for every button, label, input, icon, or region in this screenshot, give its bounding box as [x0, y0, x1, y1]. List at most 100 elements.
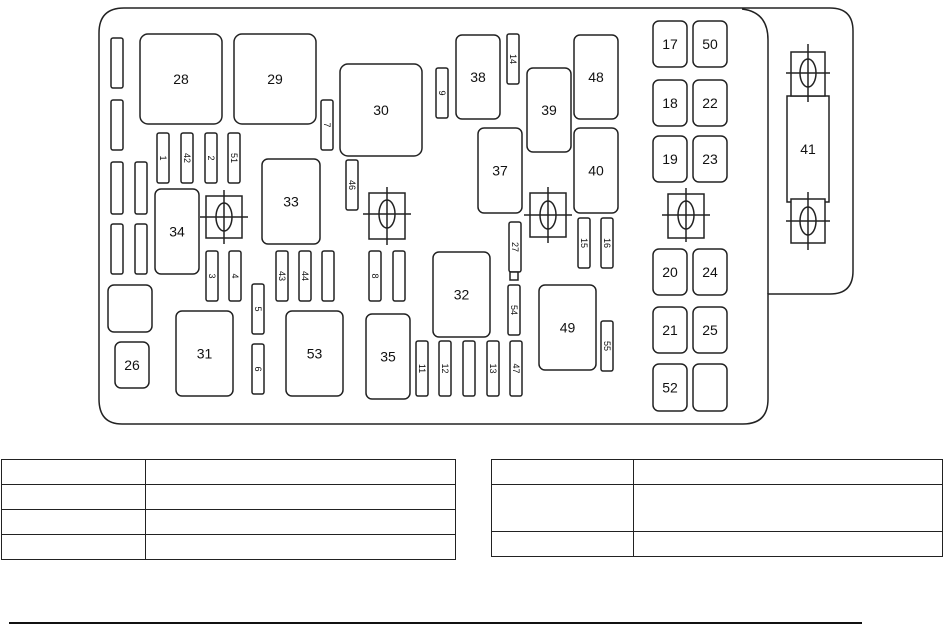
fuse-44-label: 44	[300, 271, 310, 281]
fuse-54-label: 54	[509, 305, 519, 315]
fuse-52-label: 52	[662, 380, 678, 396]
bolt-terminal	[524, 187, 572, 243]
relay-48-label: 48	[588, 69, 604, 85]
fuse-19-label: 19	[662, 151, 678, 167]
fuse-13: 13	[486, 340, 500, 397]
relay-29: 29	[233, 33, 317, 125]
empty-relay-slot	[107, 284, 153, 333]
fuse-2: 2	[204, 132, 218, 184]
fuse-43: 43	[275, 250, 289, 302]
legend-name-cell	[491, 531, 634, 557]
relay-33: 33	[261, 158, 321, 245]
fuse-6: 6	[251, 343, 265, 395]
relay-49: 49	[538, 284, 597, 371]
relay-30: 30	[339, 63, 423, 157]
fuse-46-label: 46	[347, 180, 357, 190]
fuse-20: 20	[652, 248, 688, 296]
fuse-4-label: 4	[230, 273, 240, 278]
relay-34-label: 34	[169, 224, 185, 240]
relay-39-label: 39	[541, 102, 557, 118]
empty-slot	[110, 161, 124, 215]
legend-name-cell	[491, 459, 634, 485]
fuse-13-label: 13	[488, 363, 498, 373]
legend-usage-cell	[145, 484, 456, 510]
bolt-terminal	[662, 188, 710, 242]
relay-34: 34	[154, 188, 200, 275]
empty-fuse-slot	[692, 363, 728, 412]
fuse-3-label: 3	[207, 273, 217, 278]
fuse-23-label: 23	[702, 151, 718, 167]
fuse-7: 7	[320, 99, 334, 151]
bottom-rule	[9, 622, 862, 624]
relay-28-label: 28	[173, 71, 189, 87]
legend-name-cell	[1, 484, 146, 510]
fuse-22: 22	[692, 79, 728, 127]
fuse-18: 18	[652, 79, 688, 127]
relay-39: 39	[526, 67, 572, 153]
legend-name-cell	[1, 509, 146, 535]
empty-slot	[392, 250, 406, 302]
fuse-11-label: 11	[417, 364, 427, 373]
table-row	[1, 484, 456, 510]
fuse-43-label: 43	[277, 271, 287, 281]
fuse-8: 8	[368, 250, 382, 302]
relay-53: 53	[285, 310, 344, 397]
relay-49-label: 49	[560, 320, 576, 336]
relay-35-label: 35	[380, 349, 396, 365]
legend-usage-cell	[145, 459, 456, 485]
legend-name-cell	[1, 459, 146, 485]
relay-35: 35	[365, 313, 411, 400]
legend-table-left	[1, 459, 456, 560]
relay-37-label: 37	[492, 163, 508, 179]
table-row	[491, 484, 943, 532]
fuse-42-label: 42	[182, 153, 192, 163]
fuse-55: 55	[600, 320, 614, 372]
fuse-8-label: 8	[370, 273, 380, 278]
fuse-4: 4	[228, 250, 242, 302]
relay-48: 48	[573, 34, 619, 120]
fuse-46: 46	[345, 159, 359, 211]
relay-32-label: 32	[454, 287, 470, 303]
fuse-17: 17	[652, 20, 688, 68]
relay-37: 37	[477, 127, 523, 214]
fuse-22-label: 22	[702, 95, 718, 111]
table-row	[1, 509, 456, 535]
fuse-47: 47	[509, 340, 523, 397]
relay-26-label: 26	[124, 357, 140, 373]
fuse-21-label: 21	[662, 322, 678, 338]
fuse-11: 11	[415, 340, 429, 397]
fuse-7-label: 7	[322, 122, 332, 127]
fuse-50: 50	[692, 20, 728, 68]
relay-30-label: 30	[373, 102, 389, 118]
fuse-24: 24	[692, 248, 728, 296]
fuse-50-label: 50	[702, 36, 718, 52]
fuse-5: 5	[251, 283, 265, 335]
fuse-55-label: 55	[602, 341, 612, 351]
relay-32: 32	[432, 251, 491, 338]
fuse-41: 41	[786, 95, 830, 203]
relay-40-label: 40	[588, 163, 604, 179]
fuse-47-label: 47	[511, 363, 521, 373]
fuse-12: 12	[438, 340, 452, 397]
fuse-15-label: 15	[579, 238, 589, 248]
legend-usage-cell	[633, 531, 943, 557]
relay-31-label: 31	[197, 346, 213, 362]
fuse-1-label: 1	[158, 155, 168, 160]
relay-26: 26	[114, 341, 150, 389]
fuse-9-label: 9	[437, 90, 447, 95]
fuse-54: 54	[507, 284, 521, 336]
relay-31: 31	[175, 310, 234, 397]
fuse-6-label: 6	[253, 366, 263, 371]
fuse-16-label: 16	[602, 238, 612, 248]
legend-usage-cell	[145, 509, 456, 535]
relay-38-label: 38	[470, 69, 486, 85]
fuse-44: 44	[298, 250, 312, 302]
fuse-15: 15	[577, 217, 591, 269]
fuse-14: 14	[506, 33, 520, 85]
fuse-41-label: 41	[800, 141, 816, 157]
empty-slot	[462, 340, 476, 397]
table-row	[491, 459, 943, 485]
table-row	[1, 459, 456, 485]
fuse-42: 42	[180, 132, 194, 184]
